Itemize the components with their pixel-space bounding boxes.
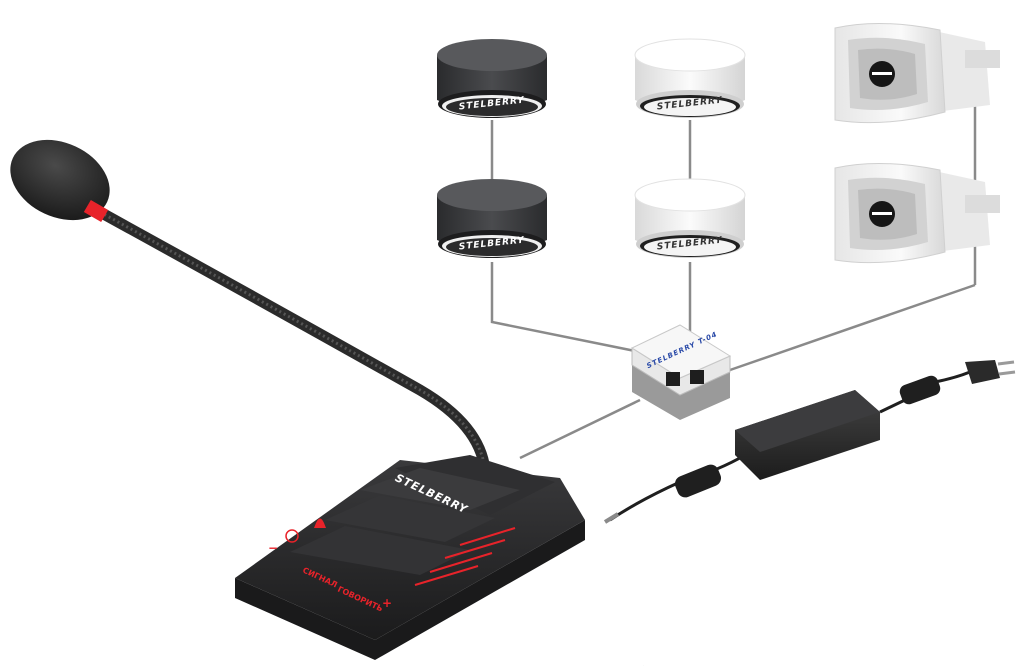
desk-console: STELBERRY СИГНАЛ ГОВОРИТЬ − + xyxy=(235,455,585,660)
volume-plus-label: + xyxy=(382,596,392,610)
volume-minus-label: − xyxy=(268,541,278,555)
dark-ceiling-speaker-bottom: STELBERRY xyxy=(437,179,547,258)
power-icon xyxy=(285,529,299,543)
dark-ceiling-speaker-top: STELBERRY xyxy=(437,39,547,118)
bell-icon xyxy=(314,518,326,528)
junction-box: STELBERRY T-04 xyxy=(630,324,732,666)
white-ceiling-speaker-bottom: STELBERRY xyxy=(634,178,746,258)
horn-speaker-bottom xyxy=(834,162,1000,264)
horn-speaker-top xyxy=(834,22,1000,124)
power-supply xyxy=(603,360,1016,524)
gooseneck-microphone xyxy=(10,139,491,476)
white-ceiling-speaker-top: STELBERRY xyxy=(634,38,746,118)
